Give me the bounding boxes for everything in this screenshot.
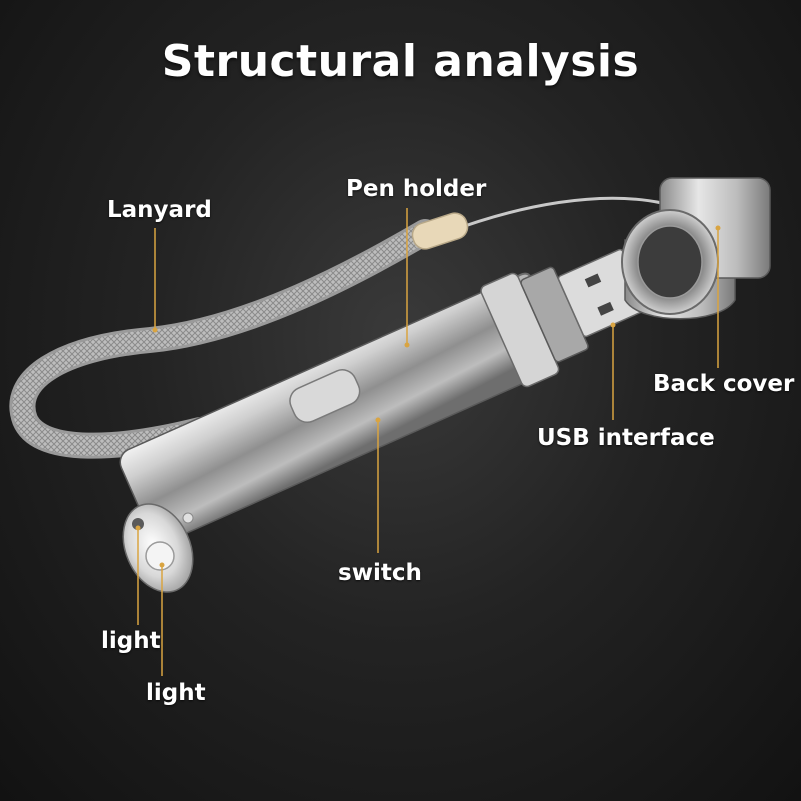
label-pen-holder: Pen holder — [346, 176, 487, 202]
label-light-2: light — [146, 680, 206, 706]
label-lanyard: Lanyard — [107, 197, 212, 223]
back-cover-cap — [621, 177, 771, 320]
label-light-1: light — [101, 628, 161, 654]
diagram-title: Structural analysis — [161, 36, 640, 87]
label-usb-interface: USB interface — [537, 425, 715, 451]
switch-button — [289, 369, 361, 423]
lanyard-cord — [447, 196, 663, 234]
lanyard-clasp — [411, 212, 469, 250]
label-back-cover: Back cover — [653, 371, 795, 397]
flashlight-body — [119, 248, 649, 543]
label-switch: switch — [338, 560, 422, 586]
